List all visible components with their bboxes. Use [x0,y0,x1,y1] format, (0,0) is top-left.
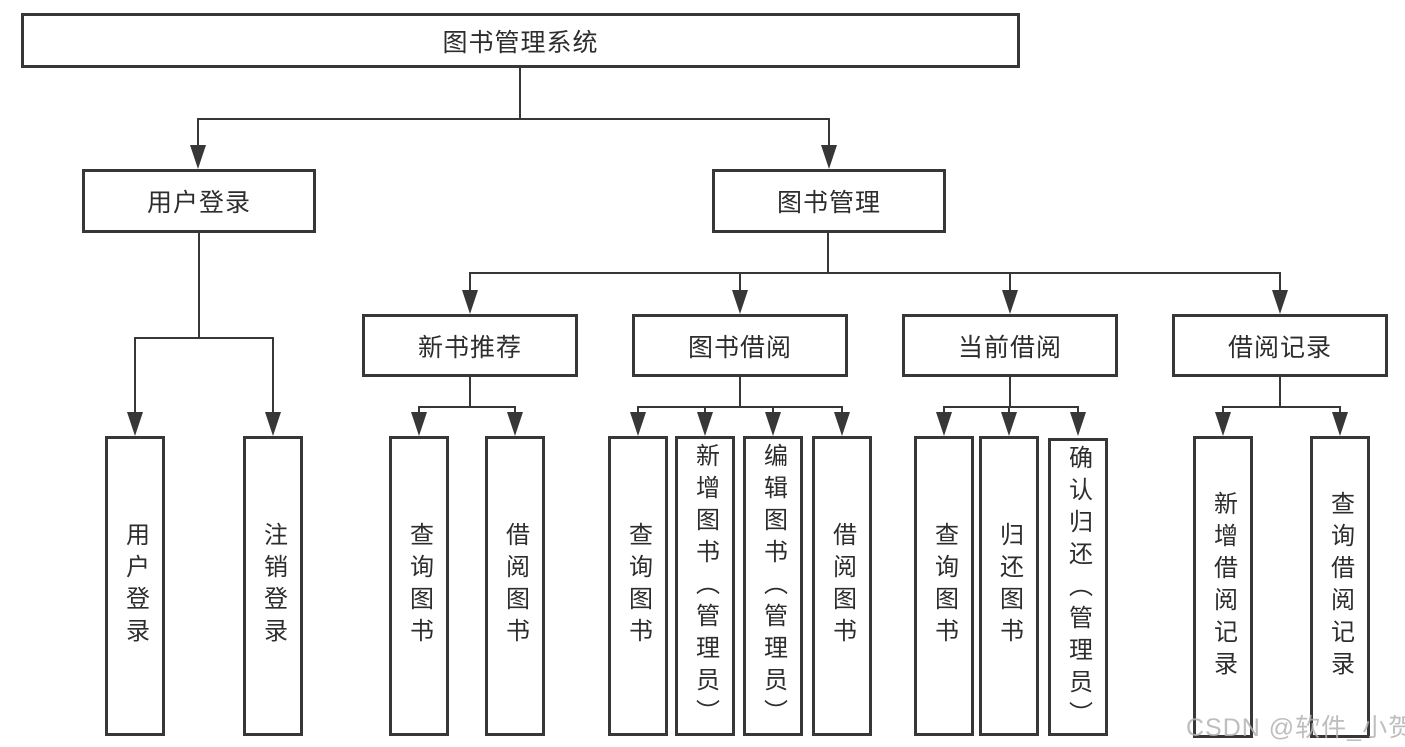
node-leaf-return-books: 归还图书 [979,436,1039,736]
csdn-watermark: CSDN @软件_小贺同学 [1186,714,1405,742]
node-leaf-user-login: 用户登录 [105,436,165,736]
arrow-to-book-management [821,118,837,169]
node-book-borrow: 图书借阅 [632,314,848,377]
edge-recommend-trunk [469,377,471,406]
arrow-to-leaf-logout [265,337,281,436]
arrow-to-query-books-borrow [630,406,646,436]
node-leaf-query-borrow-record: 查询借阅记录 [1310,436,1370,738]
arrow-to-current-borrow [1002,272,1018,314]
node-leaf-edit-book-admin: 编辑图书（管理员） [743,436,803,736]
node-leaf-query-books-recommend: 查询图书 [389,436,449,736]
edge-records-trunk [1279,377,1281,406]
edge-user-login-trunk [198,233,200,337]
node-book-management: 图书管理 [712,169,946,233]
node-leaf-confirm-return-admin: 确认归还（管理员） [1048,438,1108,736]
arrow-to-confirm-return-admin [1070,406,1086,436]
arrow-to-borrow-books-recommend [507,406,523,436]
arrow-to-edit-book-admin [765,406,781,436]
edge-records-branch [1222,406,1341,408]
arrow-to-new-book-recommend [462,272,478,314]
edge-user-login-branch [134,337,274,339]
edge-current-branch [943,406,1079,408]
node-leaf-borrow-books-recommend: 借阅图书 [485,436,545,736]
arrow-to-add-book-admin [697,406,713,436]
node-leaf-borrow-books-borrow: 借阅图书 [812,436,872,736]
node-leaf-logout: 注销登录 [243,436,303,736]
arrow-to-add-borrow-record [1215,406,1231,436]
node-leaf-add-book-admin: 新增图书（管理员） [675,436,735,736]
arrow-to-user-login [190,118,206,169]
edge-current-trunk [1009,377,1011,406]
arrow-to-leaf-user-login [127,337,143,436]
edge-borrow-trunk [739,377,741,406]
node-library-management-system: 图书管理系统 [21,13,1020,68]
arrow-to-borrow-books-borrow [834,406,850,436]
arrow-to-query-books-current [936,406,952,436]
edge-root-branch [197,118,830,120]
node-leaf-query-books-borrow: 查询图书 [608,436,668,736]
arrow-to-borrow-records [1272,272,1288,314]
node-borrow-records: 借阅记录 [1172,314,1388,377]
edge-book-management-trunk [827,233,829,272]
node-user-login: 用户登录 [82,169,316,233]
arrow-to-book-borrow [732,272,748,314]
arrow-to-query-books-recommend [411,406,427,436]
edge-book-management-branch [469,272,1281,274]
node-new-book-recommend: 新书推荐 [362,314,578,377]
edge-recommend-branch [418,406,516,408]
edge-root-trunk [519,68,521,118]
arrow-to-return-books [1001,406,1017,436]
arrow-to-query-borrow-record [1332,406,1348,436]
node-leaf-query-books-current: 查询图书 [914,436,974,736]
edge-borrow-branch [637,406,843,408]
node-current-borrow: 当前借阅 [902,314,1118,377]
node-leaf-add-borrow-record: 新增借阅记录 [1193,436,1253,738]
